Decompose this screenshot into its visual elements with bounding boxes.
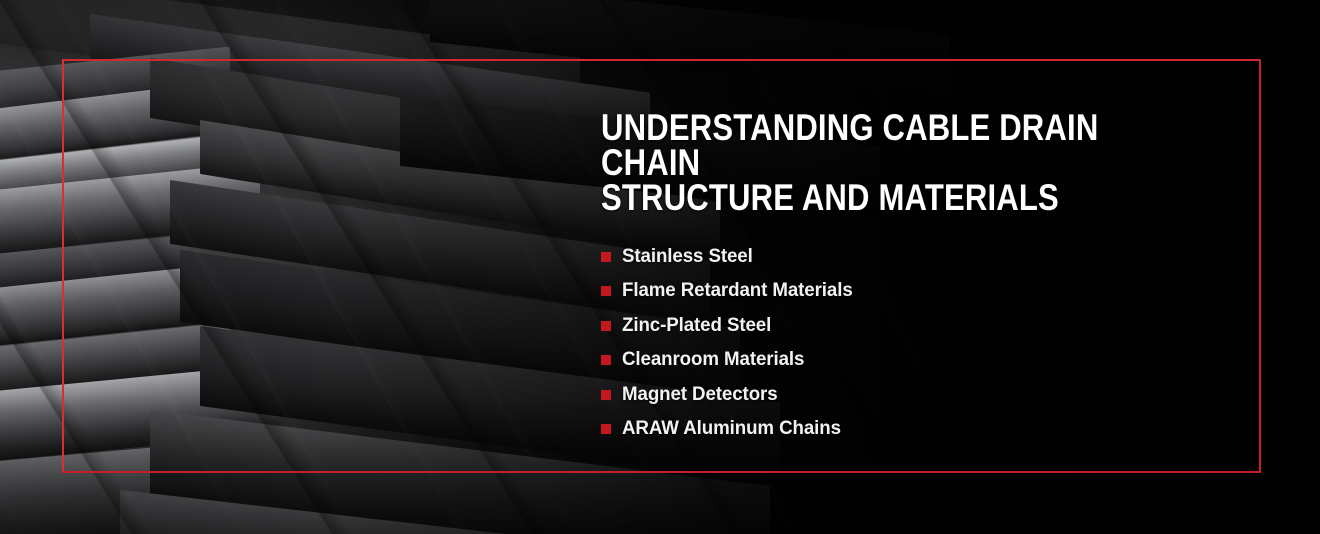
square-bullet-icon bbox=[601, 355, 611, 366]
banner-title: UNDERSTANDING CABLE DRAIN CHAIN STRUCTUR… bbox=[601, 107, 1099, 218]
list-item-label: Magnet Detectors bbox=[622, 382, 778, 405]
square-bullet-icon bbox=[601, 389, 611, 400]
list-item: Magnet Detectors bbox=[601, 377, 1241, 412]
list-item-label: Cleanroom Materials bbox=[622, 348, 805, 371]
square-bullet-icon bbox=[601, 251, 611, 262]
list-item: Cleanroom Materials bbox=[601, 343, 1241, 378]
list-item-label: Stainless Steel bbox=[622, 244, 753, 267]
square-bullet-icon bbox=[601, 286, 611, 297]
list-item: Stainless Steel bbox=[601, 239, 1241, 274]
list-item: ARAW Aluminum Chains bbox=[601, 412, 1241, 447]
list-item-label: ARAW Aluminum Chains bbox=[622, 417, 841, 440]
list-item-label: Flame Retardant Materials bbox=[622, 279, 853, 302]
banner-content: UNDERSTANDING CABLE DRAIN CHAIN STRUCTUR… bbox=[601, 107, 1241, 446]
list-item: Zinc-Plated Steel bbox=[601, 308, 1241, 343]
square-bullet-icon bbox=[601, 320, 611, 331]
materials-list: Stainless Steel Flame Retardant Material… bbox=[601, 239, 1241, 446]
list-item-label: Zinc-Plated Steel bbox=[622, 313, 772, 336]
list-item: Flame Retardant Materials bbox=[601, 274, 1241, 309]
square-bullet-icon bbox=[601, 424, 611, 435]
